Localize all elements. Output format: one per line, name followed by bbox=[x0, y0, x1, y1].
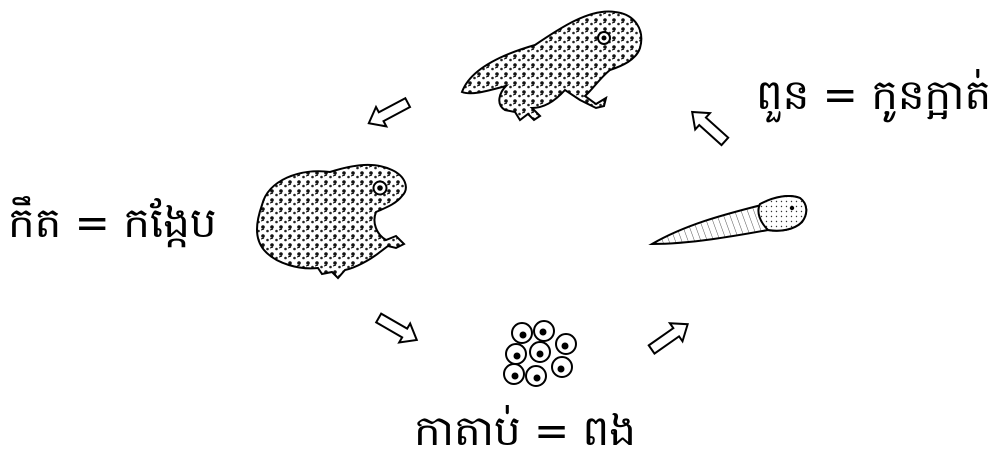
arrow-tadpole-to-froglet bbox=[685, 104, 732, 150]
arrow-adult-to-eggs bbox=[373, 308, 422, 349]
arrow-froglet-to-adult bbox=[364, 93, 413, 133]
froglet-illustration bbox=[462, 11, 641, 120]
adult-frog-illustration bbox=[257, 165, 406, 278]
tadpole-illustration bbox=[652, 196, 806, 244]
arrow-eggs-to-tadpole bbox=[645, 315, 694, 358]
froglet-label: ពួន = កូនក្អាត់ bbox=[756, 70, 991, 120]
eggs-label: កាតាប់ = ពង bbox=[414, 406, 636, 456]
eggs-illustration bbox=[504, 321, 576, 386]
adult-frog-label: កឹត = កង្កែប bbox=[8, 198, 217, 248]
